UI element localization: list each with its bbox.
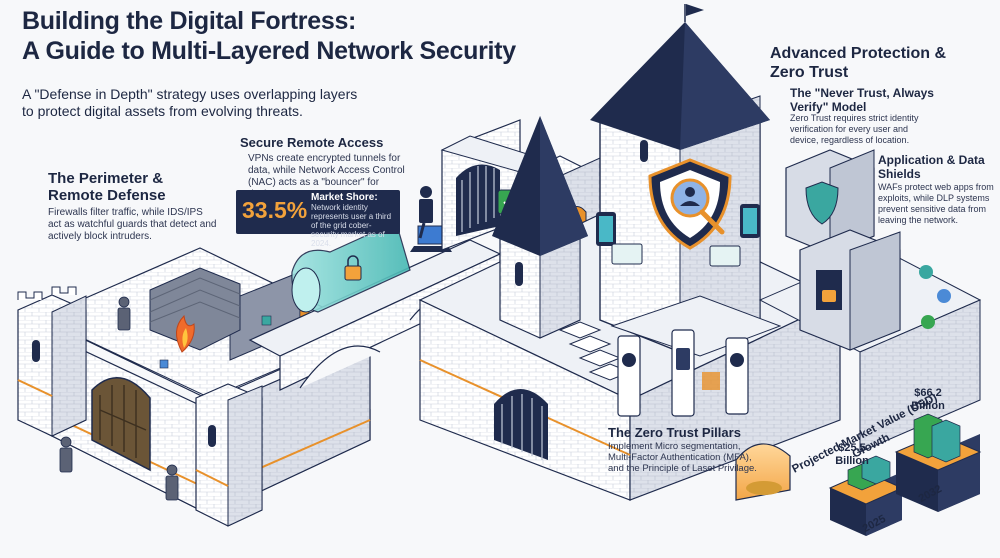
projection-value-2032: $66.2 Billion [911, 387, 945, 412]
zero-trust-model-description: Zero Trust requires strict identity veri… [790, 113, 919, 145]
page-title: Building the Digital Fortress: A Guide t… [22, 6, 516, 66]
growth-chests [828, 413, 982, 536]
projection-value-2025: $25.5 Billion [835, 442, 869, 467]
market-share-callout [236, 190, 400, 234]
title-line-2: A Guide to Multi-Layered Network Securit… [22, 37, 516, 65]
app-shields-heading: Application & Data Shields [878, 153, 985, 181]
remote-access-heading: Secure Remote Access [240, 135, 384, 150]
perimeter-castle [17, 247, 372, 527]
title-line-1: Building the Digital Fortress: [22, 7, 357, 35]
market-share-value: 33.5% [242, 197, 308, 223]
market-share-description: Network identity represents user a third… [311, 203, 392, 248]
app-shields-description: WAFs protect web apps from exploits, whi… [878, 182, 994, 225]
page-subtitle: A "Defense in Depth" strategy uses overl… [22, 86, 358, 119]
zero-trust-pillars-description: Implement Micro segmentation, Multi-Fact… [608, 441, 757, 474]
market-share-heading: Market Shore: [311, 192, 378, 203]
advanced-protection-heading: Advanced Protection & Zero Trust [770, 45, 947, 81]
server-boxes [785, 149, 951, 351]
perimeter-heading: The Perimeter & Remote Defense [48, 170, 166, 204]
zero-trust-model-heading: The "Never Trust, Always Verify" Model [790, 86, 934, 114]
perimeter-description: Firewalls filter traffic, while IDS/IPS … [48, 207, 217, 242]
zero-trust-pillars-heading: The Zero Trust Pillars [608, 425, 741, 440]
central-keep [418, 4, 982, 501]
